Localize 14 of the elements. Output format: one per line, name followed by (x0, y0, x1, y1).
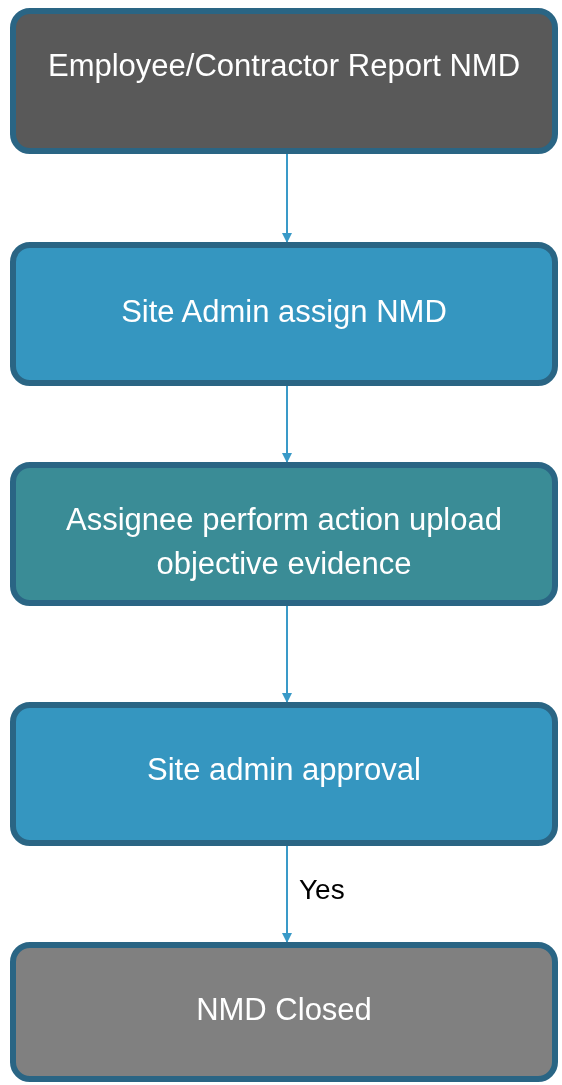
process-box (10, 702, 558, 846)
box-label: Site admin approval (147, 751, 421, 789)
arrow (282, 605, 292, 703)
process-box (10, 942, 558, 1082)
arrow (282, 385, 292, 463)
box-label: Site Admin assign NMD (121, 293, 447, 331)
process-box (10, 242, 558, 386)
box-label: NMD Closed (196, 991, 372, 1029)
process-box (10, 462, 558, 606)
box-label: Employee/Contractor Report NMD (47, 47, 521, 85)
process-box (10, 8, 558, 154)
arrow (282, 845, 292, 943)
box-label: Assignee perform action upload objective evidence (65, 501, 503, 583)
arrow (282, 153, 292, 243)
